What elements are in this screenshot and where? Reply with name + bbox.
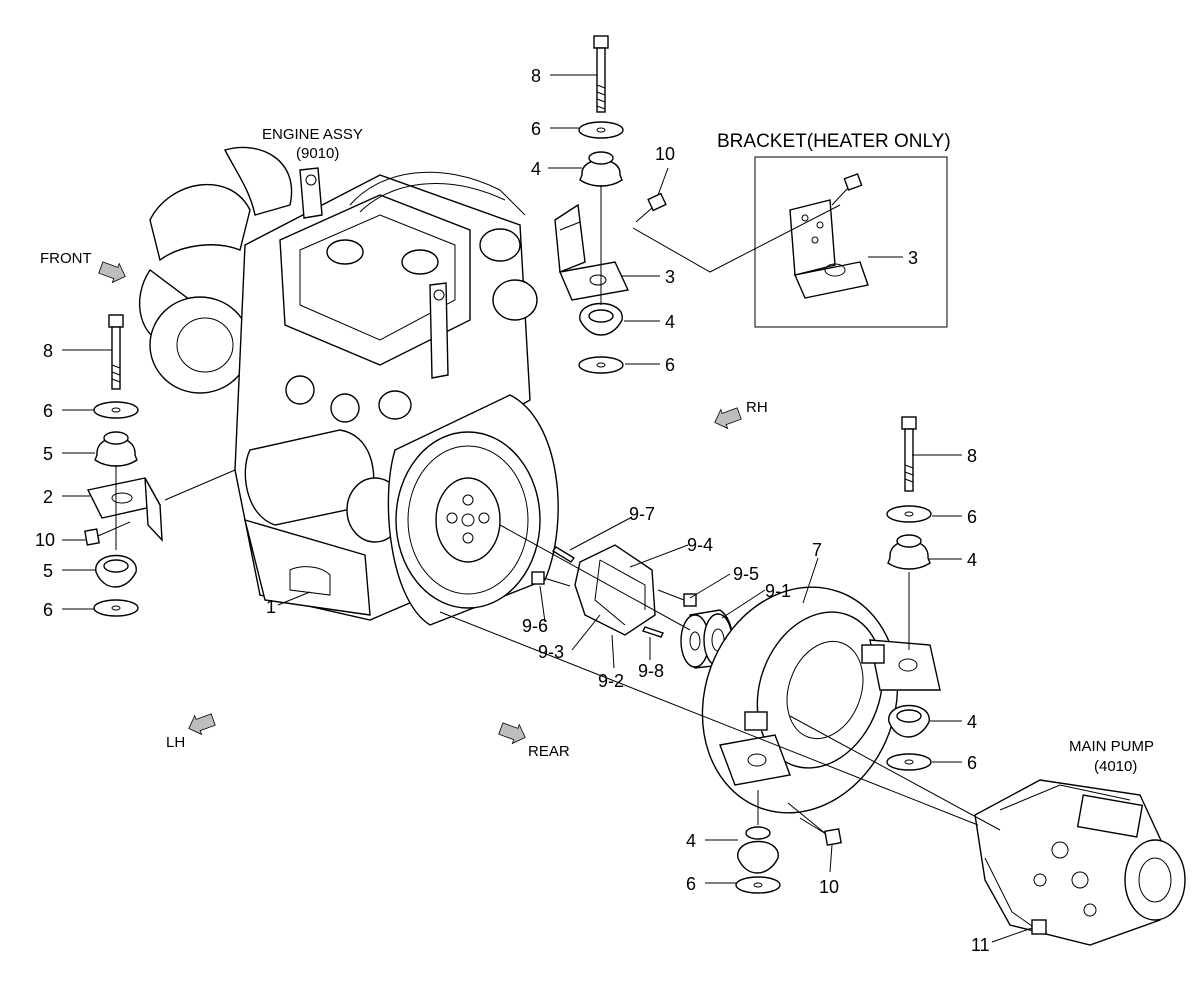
top-right-mount-stack	[554, 35, 667, 374]
cushion-4-top-upper	[579, 151, 623, 187]
washer-6-top-lower	[578, 356, 624, 374]
callout-8-top: 8	[531, 66, 541, 86]
callout-9-4: 9-4	[687, 535, 713, 555]
callout-5-upper: 5	[43, 444, 53, 464]
bracket-heater-inset	[754, 156, 948, 328]
rear-label: REAR	[528, 743, 570, 760]
lh-label: LH	[166, 734, 185, 751]
coupling-assembly	[499, 524, 734, 669]
bolt-10-bottom	[799, 817, 842, 846]
bracket-2	[86, 477, 163, 542]
washer-6-left-upper	[93, 401, 139, 419]
main-pump	[974, 779, 1186, 946]
callout-6-left-lower: 6	[43, 600, 53, 620]
callout-4-top-lower: 4	[665, 312, 675, 332]
front-label: FRONT	[40, 250, 92, 267]
callout-8-left: 8	[43, 341, 53, 361]
rear-arrow-icon	[498, 722, 526, 745]
callout-6-top-lower: 6	[665, 355, 675, 375]
rh-label: RH	[746, 399, 768, 416]
callout-6-left-upper: 6	[43, 401, 53, 421]
engine-assembly	[138, 146, 559, 626]
bolt-10-top	[635, 192, 667, 223]
callout-7: 7	[812, 540, 822, 560]
callout-3-top: 3	[665, 267, 675, 287]
callout-1: 1	[266, 597, 276, 617]
bracket-heater-label: BRACKET(HEATER ONLY)	[717, 131, 951, 152]
housing-7	[701, 586, 941, 814]
callout-10-left: 10	[35, 530, 55, 550]
engine-assy-code: (9010)	[296, 145, 339, 162]
callout-8-right: 8	[967, 446, 977, 466]
callout-3-inset: 3	[908, 248, 918, 268]
bolt-8-right	[901, 416, 917, 492]
bolt-8-left	[108, 314, 124, 390]
front-arrow-icon	[98, 261, 126, 284]
cushion-4-bottom	[737, 826, 779, 874]
callout-4-bottom: 4	[686, 831, 696, 851]
washer-6-bottom	[735, 876, 781, 894]
callout-5-lower: 5	[43, 561, 53, 581]
washer-6-right-lower	[886, 753, 932, 771]
callout-9-8: 9-8	[638, 661, 664, 681]
cushion-5-upper	[94, 431, 138, 467]
cushion-4-right-lower	[888, 704, 930, 738]
callout-11: 11	[971, 935, 990, 955]
callout-10-top: 10	[655, 144, 675, 164]
callout-10-bottom: 10	[819, 877, 839, 897]
callout-6-bottom: 6	[686, 874, 696, 894]
cushion-4-right-upper	[887, 534, 931, 570]
direction-arrows	[98, 261, 742, 745]
callout-2: 2	[43, 487, 53, 507]
lh-arrow-icon	[188, 713, 216, 736]
engine-assy-label: ENGINE ASSY	[262, 126, 363, 143]
callout-6-right-lower: 6	[967, 753, 977, 773]
washer-6-top-upper	[578, 121, 624, 139]
right-mount-stack	[886, 416, 932, 771]
assembly-lines	[439, 204, 1013, 913]
bolt-8-top	[593, 35, 609, 113]
main-pump-code: (4010)	[1094, 758, 1137, 775]
callout-9-7: 9-7	[629, 504, 655, 524]
washer-6-left-lower	[93, 599, 139, 617]
bolt-10-left	[84, 521, 131, 546]
rh-arrow-icon	[714, 407, 742, 430]
washer-6-right-upper	[886, 505, 932, 523]
callout-4-right-lower: 4	[967, 712, 977, 732]
callout-6-top-upper: 6	[531, 119, 541, 139]
callout-9-5: 9-5	[733, 564, 759, 584]
callout-9-3: 9-3	[538, 642, 564, 662]
callout-9-1: 9-1	[765, 581, 791, 601]
bracket-3-top	[554, 203, 630, 301]
callout-9-6: 9-6	[522, 616, 548, 636]
main-pump-label: MAIN PUMP	[1069, 738, 1154, 755]
callout-9-2: 9-2	[598, 671, 624, 691]
callout-6-right-upper: 6	[967, 507, 977, 527]
cushion-5-lower	[95, 554, 137, 588]
cushion-4-top-lower	[579, 302, 623, 336]
left-mount-stack	[84, 314, 236, 617]
callout-4-right-upper: 4	[967, 550, 977, 570]
bottom-mount-stack	[735, 790, 842, 894]
callout-4-top-upper: 4	[531, 159, 541, 179]
callout-leaders	[62, 74, 1033, 943]
